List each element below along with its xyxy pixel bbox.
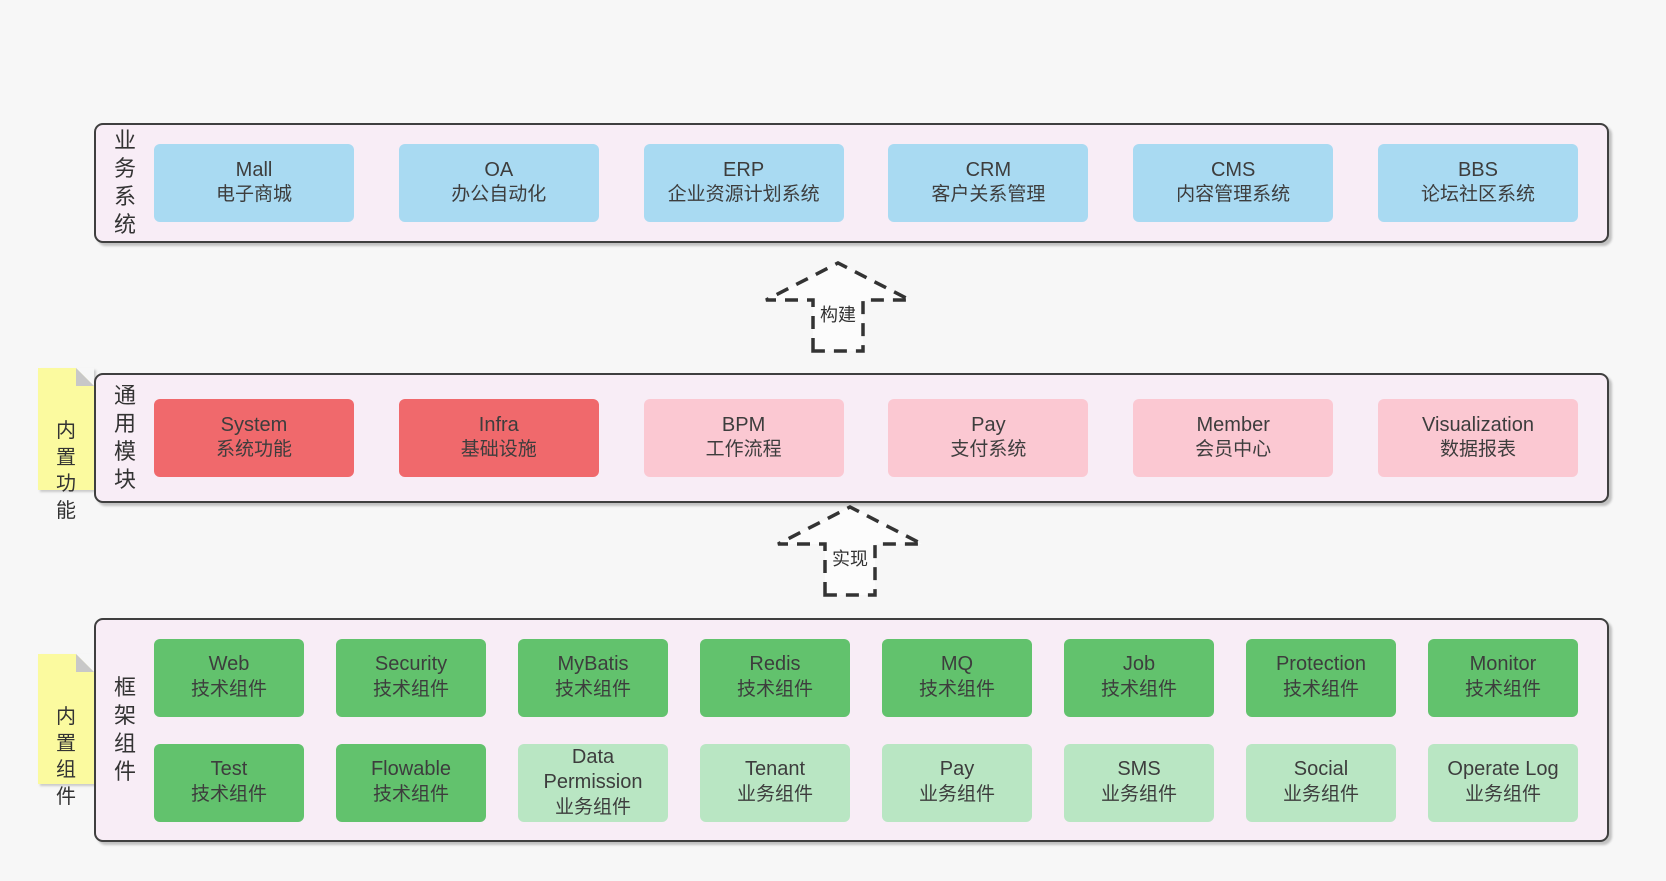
sticky-note-label: 内 置 功 能	[56, 420, 76, 522]
arrow-build-label: 构建	[815, 300, 861, 328]
box-mall: Mall 电子商城	[154, 144, 354, 222]
box-bpm: BPM 工作流程	[643, 399, 844, 477]
box-sms: SMS 业务组件	[1064, 743, 1214, 822]
arrow-build: 构建	[763, 260, 913, 354]
box-operate-log: Operate Log 业务组件	[1428, 743, 1578, 822]
sticky-note-built-in-features: 内 置 功 能	[38, 368, 94, 522]
box-pay-system: Pay 支付系统	[888, 399, 1089, 477]
sticky-note-label: 内 置 组 件	[56, 706, 76, 808]
layer-business-systems-label: 业 务 系 统	[113, 127, 136, 238]
layer-framework-components: 框 架 组 件 Web 技术组件 Security 技术组件 MyBatis 技…	[94, 618, 1609, 842]
components-row-2: Test 技术组件 Flowable 技术组件 Data Permission …	[154, 743, 1578, 822]
box-oa: OA 办公自动化	[398, 144, 599, 222]
box-social: Social 业务组件	[1246, 743, 1396, 822]
arrow-implement: 实现	[775, 504, 925, 598]
box-infra: Infra 基础设施	[398, 399, 599, 477]
box-monitor: Monitor 技术组件	[1428, 638, 1578, 717]
components-row-1: Web 技术组件 Security 技术组件 MyBatis 技术组件 Redi…	[154, 638, 1578, 717]
box-pay-component: Pay 业务组件	[882, 743, 1032, 822]
modules-box-row: System 系统功能 Infra 基础设施 BPM 工作流程 Pay 支付系统…	[154, 375, 1607, 501]
box-member: Member 会员中心	[1133, 399, 1334, 477]
arrow-implement-label: 实现	[827, 544, 873, 572]
business-box-row: Mall 电子商城 OA 办公自动化 ERP 企业资源计划系统 CRM 客户关系…	[154, 125, 1607, 241]
box-tenant: Tenant 业务组件	[700, 743, 850, 822]
box-mybatis: MyBatis 技术组件	[518, 638, 668, 717]
box-test: Test 技术组件	[154, 743, 304, 822]
box-bbs: BBS 论坛社区系统	[1377, 144, 1578, 222]
box-system: System 系统功能	[154, 399, 354, 477]
box-security: Security 技术组件	[336, 638, 486, 717]
box-job: Job 技术组件	[1064, 638, 1214, 717]
box-web: Web 技术组件	[154, 638, 304, 717]
box-flowable: Flowable 技术组件	[336, 743, 486, 822]
layer-framework-components-label: 框 架 组 件	[113, 674, 136, 785]
layer-business-systems: 业 务 系 统 Mall 电子商城 OA 办公自动化 ERP 企业资源计划系统 …	[94, 123, 1609, 243]
components-rows: Web 技术组件 Security 技术组件 MyBatis 技术组件 Redi…	[154, 620, 1607, 840]
box-erp: ERP 企业资源计划系统	[643, 144, 844, 222]
box-crm: CRM 客户关系管理	[888, 144, 1089, 222]
layer-common-modules-label: 通 用 模 块	[113, 382, 136, 493]
box-mq: MQ 技术组件	[882, 638, 1032, 717]
sticky-note-built-in-components: 内 置 组 件	[38, 654, 94, 808]
layer-common-modules: 通 用 模 块 System 系统功能 Infra 基础设施 BPM 工作流程 …	[94, 373, 1609, 503]
box-redis: Redis 技术组件	[700, 638, 850, 717]
box-data-permission: Data Permission 业务组件	[518, 743, 668, 822]
box-cms: CMS 内容管理系统	[1133, 144, 1334, 222]
box-visualization: Visualization 数据报表	[1377, 399, 1578, 477]
box-protection: Protection 技术组件	[1246, 638, 1396, 717]
